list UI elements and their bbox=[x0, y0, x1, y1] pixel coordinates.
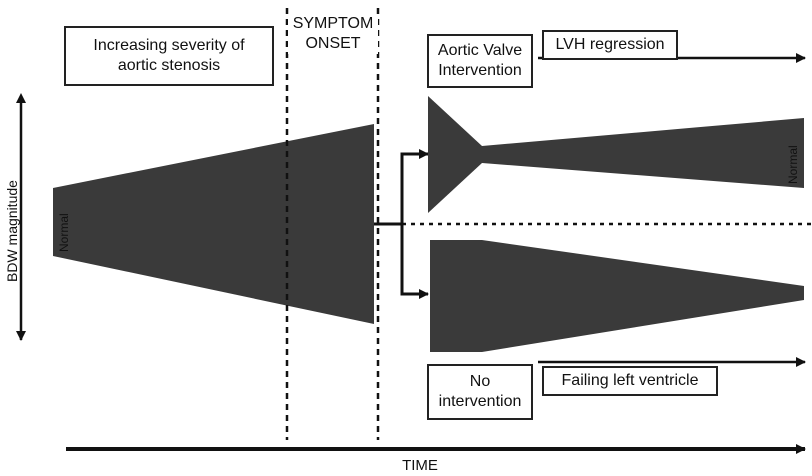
severity-label-line1: Increasing severity of bbox=[93, 37, 245, 54]
no-intervention-box: No intervention bbox=[427, 364, 533, 420]
avi-label-line1: Aortic Valve bbox=[437, 42, 523, 59]
branch-up-arrow bbox=[400, 149, 429, 224]
avi-label-line2: Intervention bbox=[438, 62, 522, 79]
severity-label-box: Increasing severity of aortic stenosis bbox=[64, 26, 274, 86]
lvh-regression-label: LVH regression bbox=[555, 36, 665, 53]
symptom-onset-line2: ONSET bbox=[305, 35, 361, 52]
severity-wedge bbox=[53, 124, 374, 324]
intervention-funnel bbox=[428, 96, 482, 213]
no-intervention-block bbox=[430, 240, 482, 352]
no-intervention-line1: No bbox=[469, 373, 491, 390]
branch-down-arrow bbox=[400, 224, 429, 299]
symptom-onset-label: SYMPTOM ONSET bbox=[288, 14, 378, 54]
severity-label-line2: aortic stenosis bbox=[117, 57, 221, 74]
failing-lv-label: Failing left ventricle bbox=[561, 372, 699, 389]
failing-lv-box: Failing left ventricle bbox=[542, 366, 718, 396]
lvh-regression-band bbox=[482, 118, 804, 188]
lvh-regression-box: LVH regression bbox=[542, 30, 678, 60]
aortic-valve-intervention-box: Aortic Valve Intervention bbox=[427, 34, 533, 88]
y-axis-label: BDW magnitude bbox=[4, 180, 20, 282]
normal-label-left: Normal bbox=[57, 213, 71, 252]
symptom-onset-line1: SYMPTOM bbox=[292, 15, 374, 32]
failing-lv-wedge bbox=[482, 240, 804, 352]
x-axis-label: TIME bbox=[402, 457, 438, 474]
normal-label-right: Normal bbox=[786, 145, 800, 184]
no-intervention-line2: intervention bbox=[438, 393, 522, 410]
